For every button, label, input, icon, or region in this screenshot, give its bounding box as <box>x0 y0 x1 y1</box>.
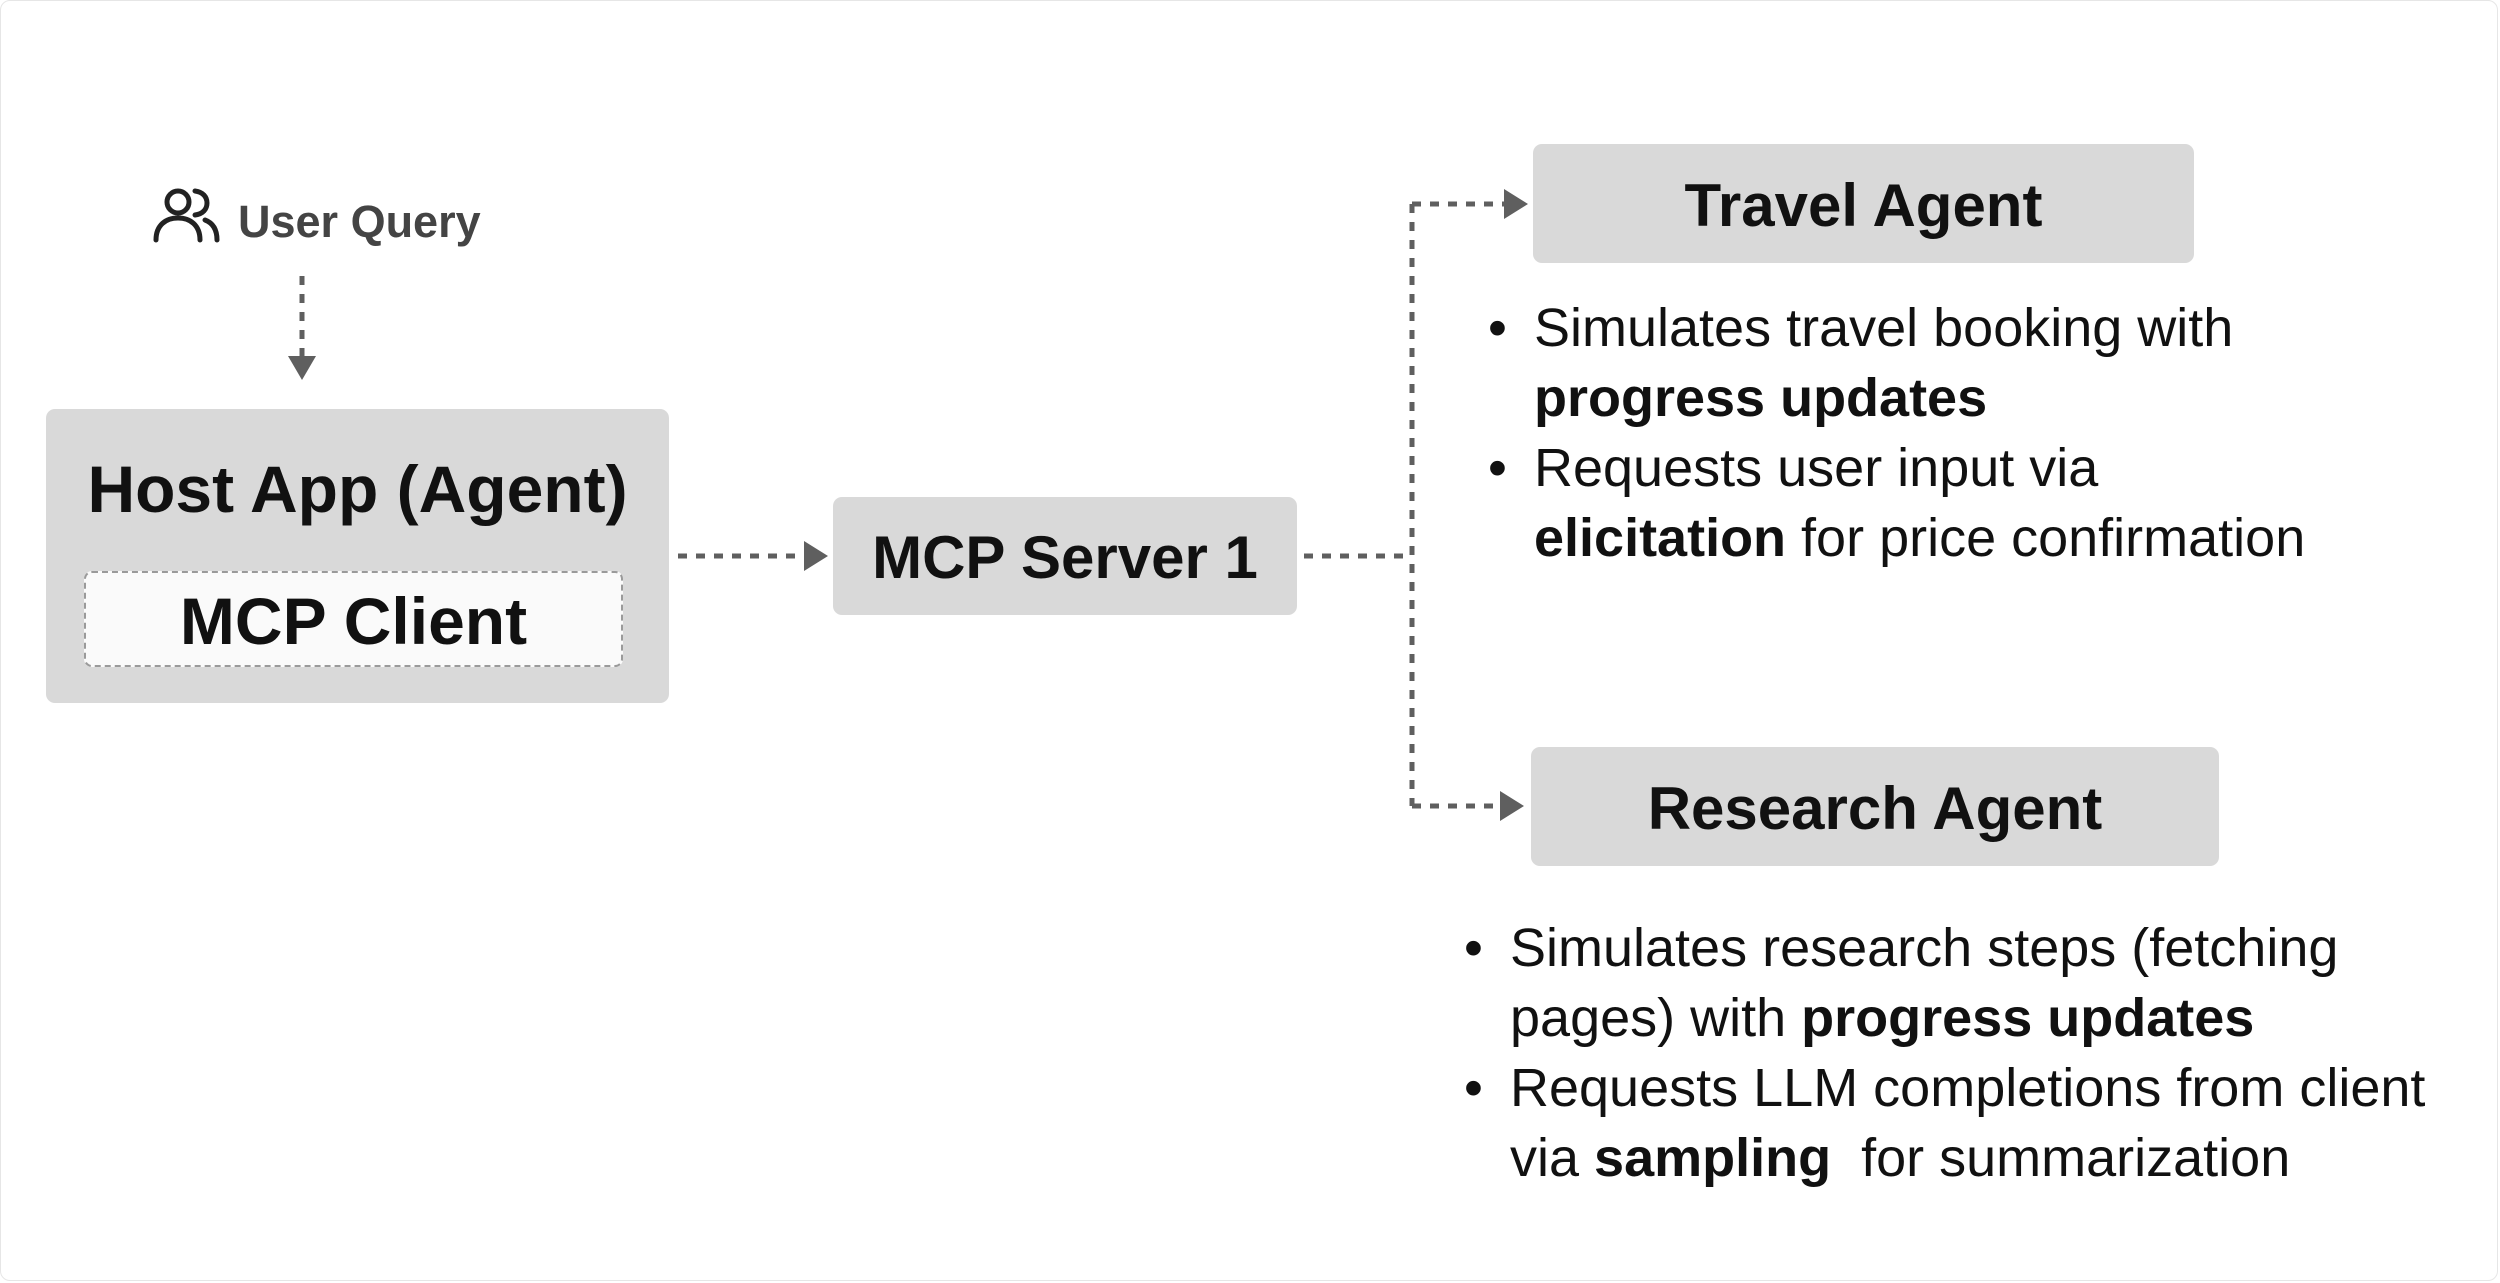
research-agent-title: Research Agent <box>1647 775 2103 842</box>
host-app-title: Host App (Agent) <box>87 452 628 526</box>
travel-agent-bullets: Simulates travel booking with progress u… <box>1480 293 2305 573</box>
bullet-line: Simulates travel booking with <box>1534 298 2234 358</box>
host-app-box: Host App (Agent) MCP Client <box>46 409 669 703</box>
arrowhead-branch-to-travel <box>1504 189 1528 219</box>
mcp-server-box: MCP Server 1 <box>833 497 1297 615</box>
research-bullet-1: Simulates research steps (fetching pages… <box>1456 913 2425 1053</box>
arrowhead-host-to-server <box>804 541 828 571</box>
bullet-line: Simulates research steps (fetching <box>1510 918 2339 978</box>
bullet-line: pages) with progress updates <box>1510 988 2255 1048</box>
users-icon <box>153 188 220 243</box>
research-bullet-2: Requests LLM completions from client via… <box>1456 1053 2425 1193</box>
arrowhead-branch-to-research <box>1500 791 1524 821</box>
travel-bullet-1: Simulates travel booking with progress u… <box>1480 293 2305 433</box>
bullet-line: via sampling for summarization <box>1510 1128 2291 1188</box>
user-query-label: User Query <box>238 196 481 247</box>
bullet-line: Requests LLM completions from client <box>1510 1058 2426 1118</box>
arrowhead-user-to-host <box>288 356 316 380</box>
bullet-line: progress updates <box>1534 368 1988 428</box>
travel-agent-title: Travel Agent <box>1684 172 2043 239</box>
mcp-server-label: MCP Server 1 <box>872 524 1258 591</box>
travel-bullet-2: Requests user input via elicitation for … <box>1480 433 2305 573</box>
mcp-client-label: MCP Client <box>179 584 528 658</box>
research-agent-box: Research Agent <box>1531 747 2219 866</box>
bullet-line: Requests user input via <box>1534 438 2099 498</box>
bullet-line: elicitation for price confirmation <box>1534 508 2306 568</box>
research-agent-bullets: Simulates research steps (fetching pages… <box>1456 913 2425 1193</box>
mcp-client-box: MCP Client <box>84 571 623 667</box>
travel-agent-box: Travel Agent <box>1533 144 2194 263</box>
